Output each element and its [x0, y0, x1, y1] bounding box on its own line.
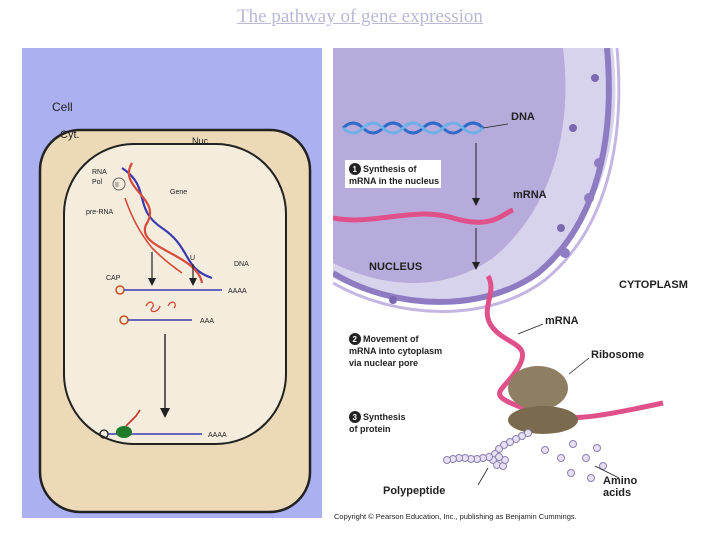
nuclear-pore-icon-3 [557, 224, 565, 232]
nascent-peptide [125, 409, 141, 427]
dna-label: DNA [511, 111, 535, 123]
aaaa-bottom-label: AAAA [208, 432, 227, 439]
step2-box [345, 330, 457, 372]
cytoplasm-label: Cyt. [60, 129, 80, 141]
step1-line2: mRNA in the nucleus [349, 176, 439, 186]
arrow-down-2-head [189, 278, 197, 286]
nucleus-label: NUCLEUS [369, 261, 422, 273]
ribosome-icon [116, 426, 132, 438]
step3-number-badge [349, 411, 361, 423]
cap-label: CAP [106, 275, 121, 282]
step2-line1: Movement of [363, 334, 420, 344]
step2-line2: mRNA into cytoplasm [349, 346, 442, 356]
step1-number-badge [349, 163, 361, 175]
pre-rna-label: pre-RNA [86, 209, 114, 216]
step2-line3: via nuclear pore [349, 358, 418, 368]
nuclear-pore-icon-1 [569, 124, 577, 132]
dna-strand-red [127, 162, 204, 284]
ribosome-large-subunit [508, 366, 568, 410]
step3-line2: of protein [349, 424, 391, 434]
amino-acids-line2: acids [603, 487, 631, 499]
er-icon-2 [584, 193, 594, 203]
u-label: U [190, 255, 195, 262]
step3-line1: Synthesis [363, 412, 406, 422]
dna-leader-line [482, 123, 509, 129]
transcription-arrow-head [472, 198, 480, 206]
nuclear-pore-icon-4 [389, 296, 397, 304]
nucleus-region [333, 48, 566, 283]
polypeptide-chain [443, 429, 532, 470]
dna-label: DNA [234, 261, 249, 268]
arrow-down-1-head [148, 278, 156, 286]
pre-rna-strand [124, 197, 183, 274]
page-title[interactable]: The pathway of gene expression [237, 6, 483, 27]
nuclear-pore-icon-2 [591, 74, 599, 82]
amino-acids-line1: Amino [603, 475, 638, 487]
amino-acid-dots [541, 440, 607, 482]
aaa-label: AAA [200, 318, 214, 325]
mrna-cyto-leader-line [517, 323, 544, 335]
dna-helix-strand-1 [341, 121, 485, 135]
rna-polymerase-icon [112, 177, 126, 191]
textbook-figure: DNA 1 Synthesis of mRNA in the nucleus m… [331, 47, 715, 522]
gene-label: Gene [170, 189, 187, 196]
polypeptide-leader-line [477, 467, 489, 486]
aaaa-top-label: AAAA [228, 288, 247, 295]
mrna-nucleus-strand [332, 207, 514, 225]
step3-number: 3 [353, 413, 358, 422]
step1-box [345, 160, 441, 188]
step1-number: 1 [353, 165, 358, 174]
amino-acids-leader-line [594, 465, 620, 479]
step2-number-badge [349, 333, 361, 345]
mrna-nucleus-label: mRNA [513, 189, 547, 201]
polymerase-roman-numeral: II [115, 182, 119, 189]
export-arrow-head [160, 408, 170, 418]
step1-line1: Synthesis of [363, 164, 418, 174]
nuclear-envelope-outer [332, 47, 621, 313]
ribosome-leader-line [568, 357, 590, 375]
nucleus-outline [63, 143, 287, 445]
step2-number: 2 [353, 335, 358, 344]
mrna-cytoplasm-label: mRNA [545, 315, 579, 327]
cell-label: Cell [52, 100, 73, 114]
nucleus-label: Nuc [192, 136, 209, 146]
ribosome-small-subunit [508, 406, 578, 434]
er-icon-1 [594, 158, 604, 168]
dna-helix-strand-2 [341, 121, 485, 135]
spliced-intron [145, 301, 176, 313]
ribosome-label: Ribosome [591, 349, 644, 361]
cell-diagram-photo: Cell Cyt. Nuc RNA Pol II Gene pre-RNA DN… [22, 48, 322, 518]
polypeptide-label: Polypeptide [383, 485, 445, 497]
copyright-notice: Copyright © Pearson Education, Inc., pub… [334, 512, 577, 521]
pol-label: Pol [92, 179, 103, 186]
gene-expression-figure: DNA 1 Synthesis of mRNA in the nucleus m… [331, 47, 688, 499]
cytoplasm-label: CYTOPLASM [619, 279, 688, 291]
cell-diagram: Cell Cyt. Nuc RNA Pol II Gene pre-RNA DN… [38, 100, 312, 514]
rna-label: RNA [92, 169, 107, 176]
er-icon-3 [560, 248, 570, 258]
export-arrow-head [472, 262, 480, 270]
